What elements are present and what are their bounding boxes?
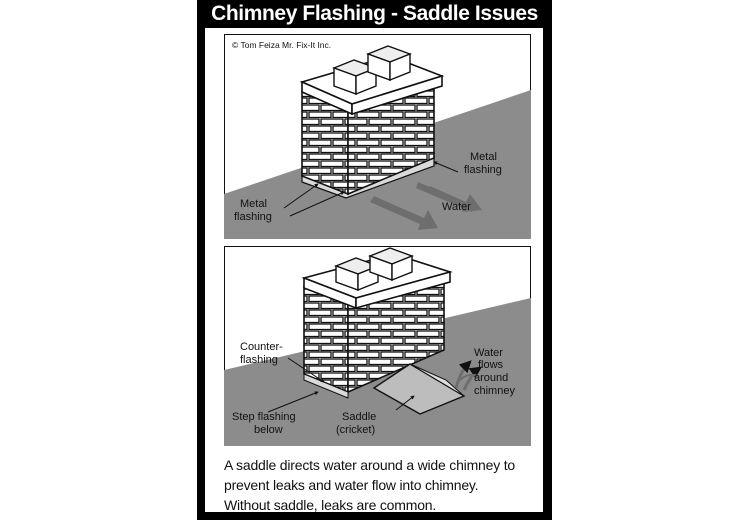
leader-metal-flashing-left-1 — [283, 183, 319, 209]
caption-line-1: A saddle directs water around a wide chi… — [224, 457, 515, 473]
label-water-flows-2: flows — [478, 359, 504, 371]
label-counter-flashing-2: flashing — [240, 354, 278, 366]
page-title: Chimney Flashing - Saddle Issues — [211, 2, 538, 25]
label-step-flashing-2: below — [254, 424, 283, 436]
label-counter-flashing-1: Counter- — [240, 341, 283, 353]
caption: A saddle directs water around a wide chi… — [224, 455, 542, 515]
water-flow-arrow-2 — [462, 366, 482, 391]
label-water-flows-1: Water — [474, 347, 503, 359]
caption-line-2: prevent leaks and water flow into chimne… — [224, 477, 479, 493]
label-metal-flashing-right-2: flashing — [464, 164, 502, 176]
leader-metal-flashing-left-2 — [289, 191, 345, 217]
leader-counter-flashing — [287, 357, 325, 383]
leader-saddle — [395, 395, 415, 411]
water-arrow-2 — [370, 196, 438, 230]
label-step-flashing-1: Step flashing — [232, 411, 296, 423]
label-water-flows-3: around — [474, 372, 508, 384]
label-saddle-1: Saddle — [342, 411, 376, 423]
label-water-flows-4: chimney — [474, 385, 515, 397]
bottom-diagram-panel: Counter- flashing Water flows around chi… — [224, 246, 531, 446]
leader-metal-flashing-right — [433, 161, 459, 173]
water-flow-arrow-1 — [454, 360, 472, 389]
counter-flashing — [303, 373, 349, 399]
label-metal-flashing-left-1: Metal — [240, 198, 267, 210]
copyright-text: © Tom Feiza Mr. Fix-It Inc. — [232, 40, 331, 50]
leader-step-flashing — [267, 391, 319, 413]
caption-line-3: Without saddle, leaks are common. — [224, 497, 437, 513]
label-metal-flashing-right-1: Metal — [470, 151, 497, 163]
top-diagram-panel: © Tom Feiza Mr. Fix-It Inc. Metal flashi… — [224, 34, 531, 239]
label-saddle-2: (cricket) — [336, 424, 375, 436]
label-metal-flashing-left-2: flashing — [234, 211, 272, 223]
label-water: Water — [442, 201, 471, 213]
